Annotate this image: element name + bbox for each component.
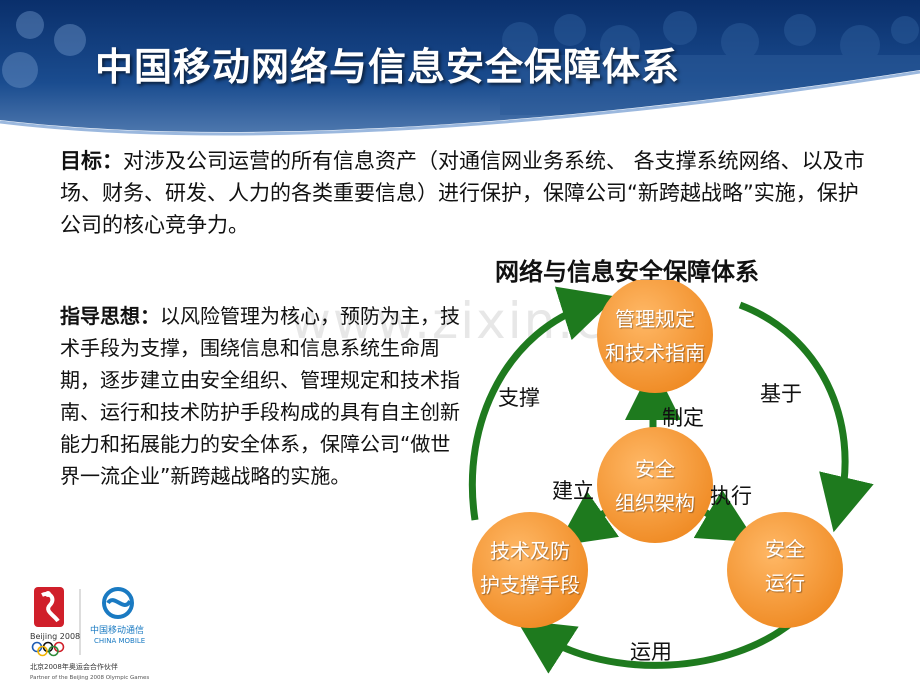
node-left: 技术及防 护支撑手段 (462, 534, 598, 602)
beijing-2008-logo: Beijing 2008 (30, 587, 80, 657)
diagram-title: 网络与信息安全保障体系 (495, 258, 759, 286)
arrow-support (468, 286, 617, 521)
node-center: 安全 组织架构 (597, 452, 713, 520)
china-mobile-logo: 中国移动通信 CHINA MOBILE (90, 587, 145, 645)
node-left-line2: 护支撑手段 (480, 573, 580, 597)
svg-text:北京2008年奥运会合作伙伴: 北京2008年奥运会合作伙伴 (30, 662, 118, 671)
arrow-apply (516, 617, 798, 674)
svg-text:CHINA MOBILE: CHINA MOBILE (94, 637, 145, 645)
edge-label-build: 建立 (552, 479, 594, 503)
node-right-line2: 运行 (765, 571, 805, 595)
slide-title: 中国移动网络与信息安全保障体系 (95, 45, 681, 89)
edge-label-support: 支撑 (498, 386, 540, 410)
edge-label-formulate: 制定 (662, 406, 704, 430)
guide-label: 指导思想： (60, 304, 160, 328)
goal-text: 对涉及公司运营的所有信息资产（对通信网业务系统、 各支撑系统网络、以及市场、财务… (60, 149, 865, 237)
guide-text: 以风险管理为核心，预防为主，技术手段为支撑，围绕信息和信息系统生命周期，逐步建立… (60, 304, 460, 488)
svg-text:Partner of the Beijing 2008 Ol: Partner of the Beijing 2008 Olympic Game… (30, 675, 149, 681)
diagram-graphic (468, 277, 874, 674)
goal-paragraph: 目标：对涉及公司运营的所有信息资产（对通信网业务系统、 各支撑系统网络、以及市场… (60, 145, 865, 241)
guide-section: 指导思想：以风险管理为核心，预防为主，技术手段为支撑，围绕信息和信息系统生命周期… (60, 300, 460, 492)
node-center-line2: 组织架构 (615, 491, 695, 515)
arrow-based-on (738, 301, 874, 533)
node-right: 安全 运行 (727, 532, 843, 600)
node-top-line2: 和技术指南 (605, 341, 705, 365)
edge-label-execute: 执行 (710, 484, 752, 508)
security-system-diagram: 管理规定 和技术指南 安全 组织架构 技术及防 护支撑手段 安全 运行 支撑 基… (440, 277, 920, 690)
node-center-line1: 安全 (635, 457, 675, 481)
node-top-line1: 管理规定 (615, 307, 695, 331)
node-right-line1: 安全 (765, 537, 805, 561)
node-right-circle (727, 512, 843, 628)
svg-text:中国移动通信: 中国移动通信 (90, 624, 144, 636)
header-banner: 中国移动网络与信息安全保障体系 (0, 0, 920, 150)
node-top: 管理规定 和技术指南 (597, 302, 713, 370)
edge-label-based-on: 基于 (760, 382, 802, 406)
sponsor-logos: Beijing 2008 中国移动通信 CHINA MOBILE 北京2008年… (28, 585, 158, 685)
node-left-line1: 技术及防 (490, 539, 570, 563)
header-swoosh (0, 70, 920, 150)
edge-label-apply: 运用 (630, 640, 672, 664)
goal-section: 目标：对涉及公司运营的所有信息资产（对通信网业务系统、 各支撑系统网络、以及市场… (60, 145, 865, 245)
guide-paragraph: 指导思想：以风险管理为核心，预防为主，技术手段为支撑，围绕信息和信息系统生命周期… (60, 300, 460, 492)
svg-text:Beijing 2008: Beijing 2008 (30, 632, 80, 641)
node-left-circle (472, 512, 588, 628)
logo-graphic: Beijing 2008 中国移动通信 CHINA MOBILE 北京2008年… (30, 587, 149, 681)
node-top-circle (597, 277, 713, 393)
node-center-circle (597, 427, 713, 543)
goal-label: 目标： (60, 149, 123, 173)
